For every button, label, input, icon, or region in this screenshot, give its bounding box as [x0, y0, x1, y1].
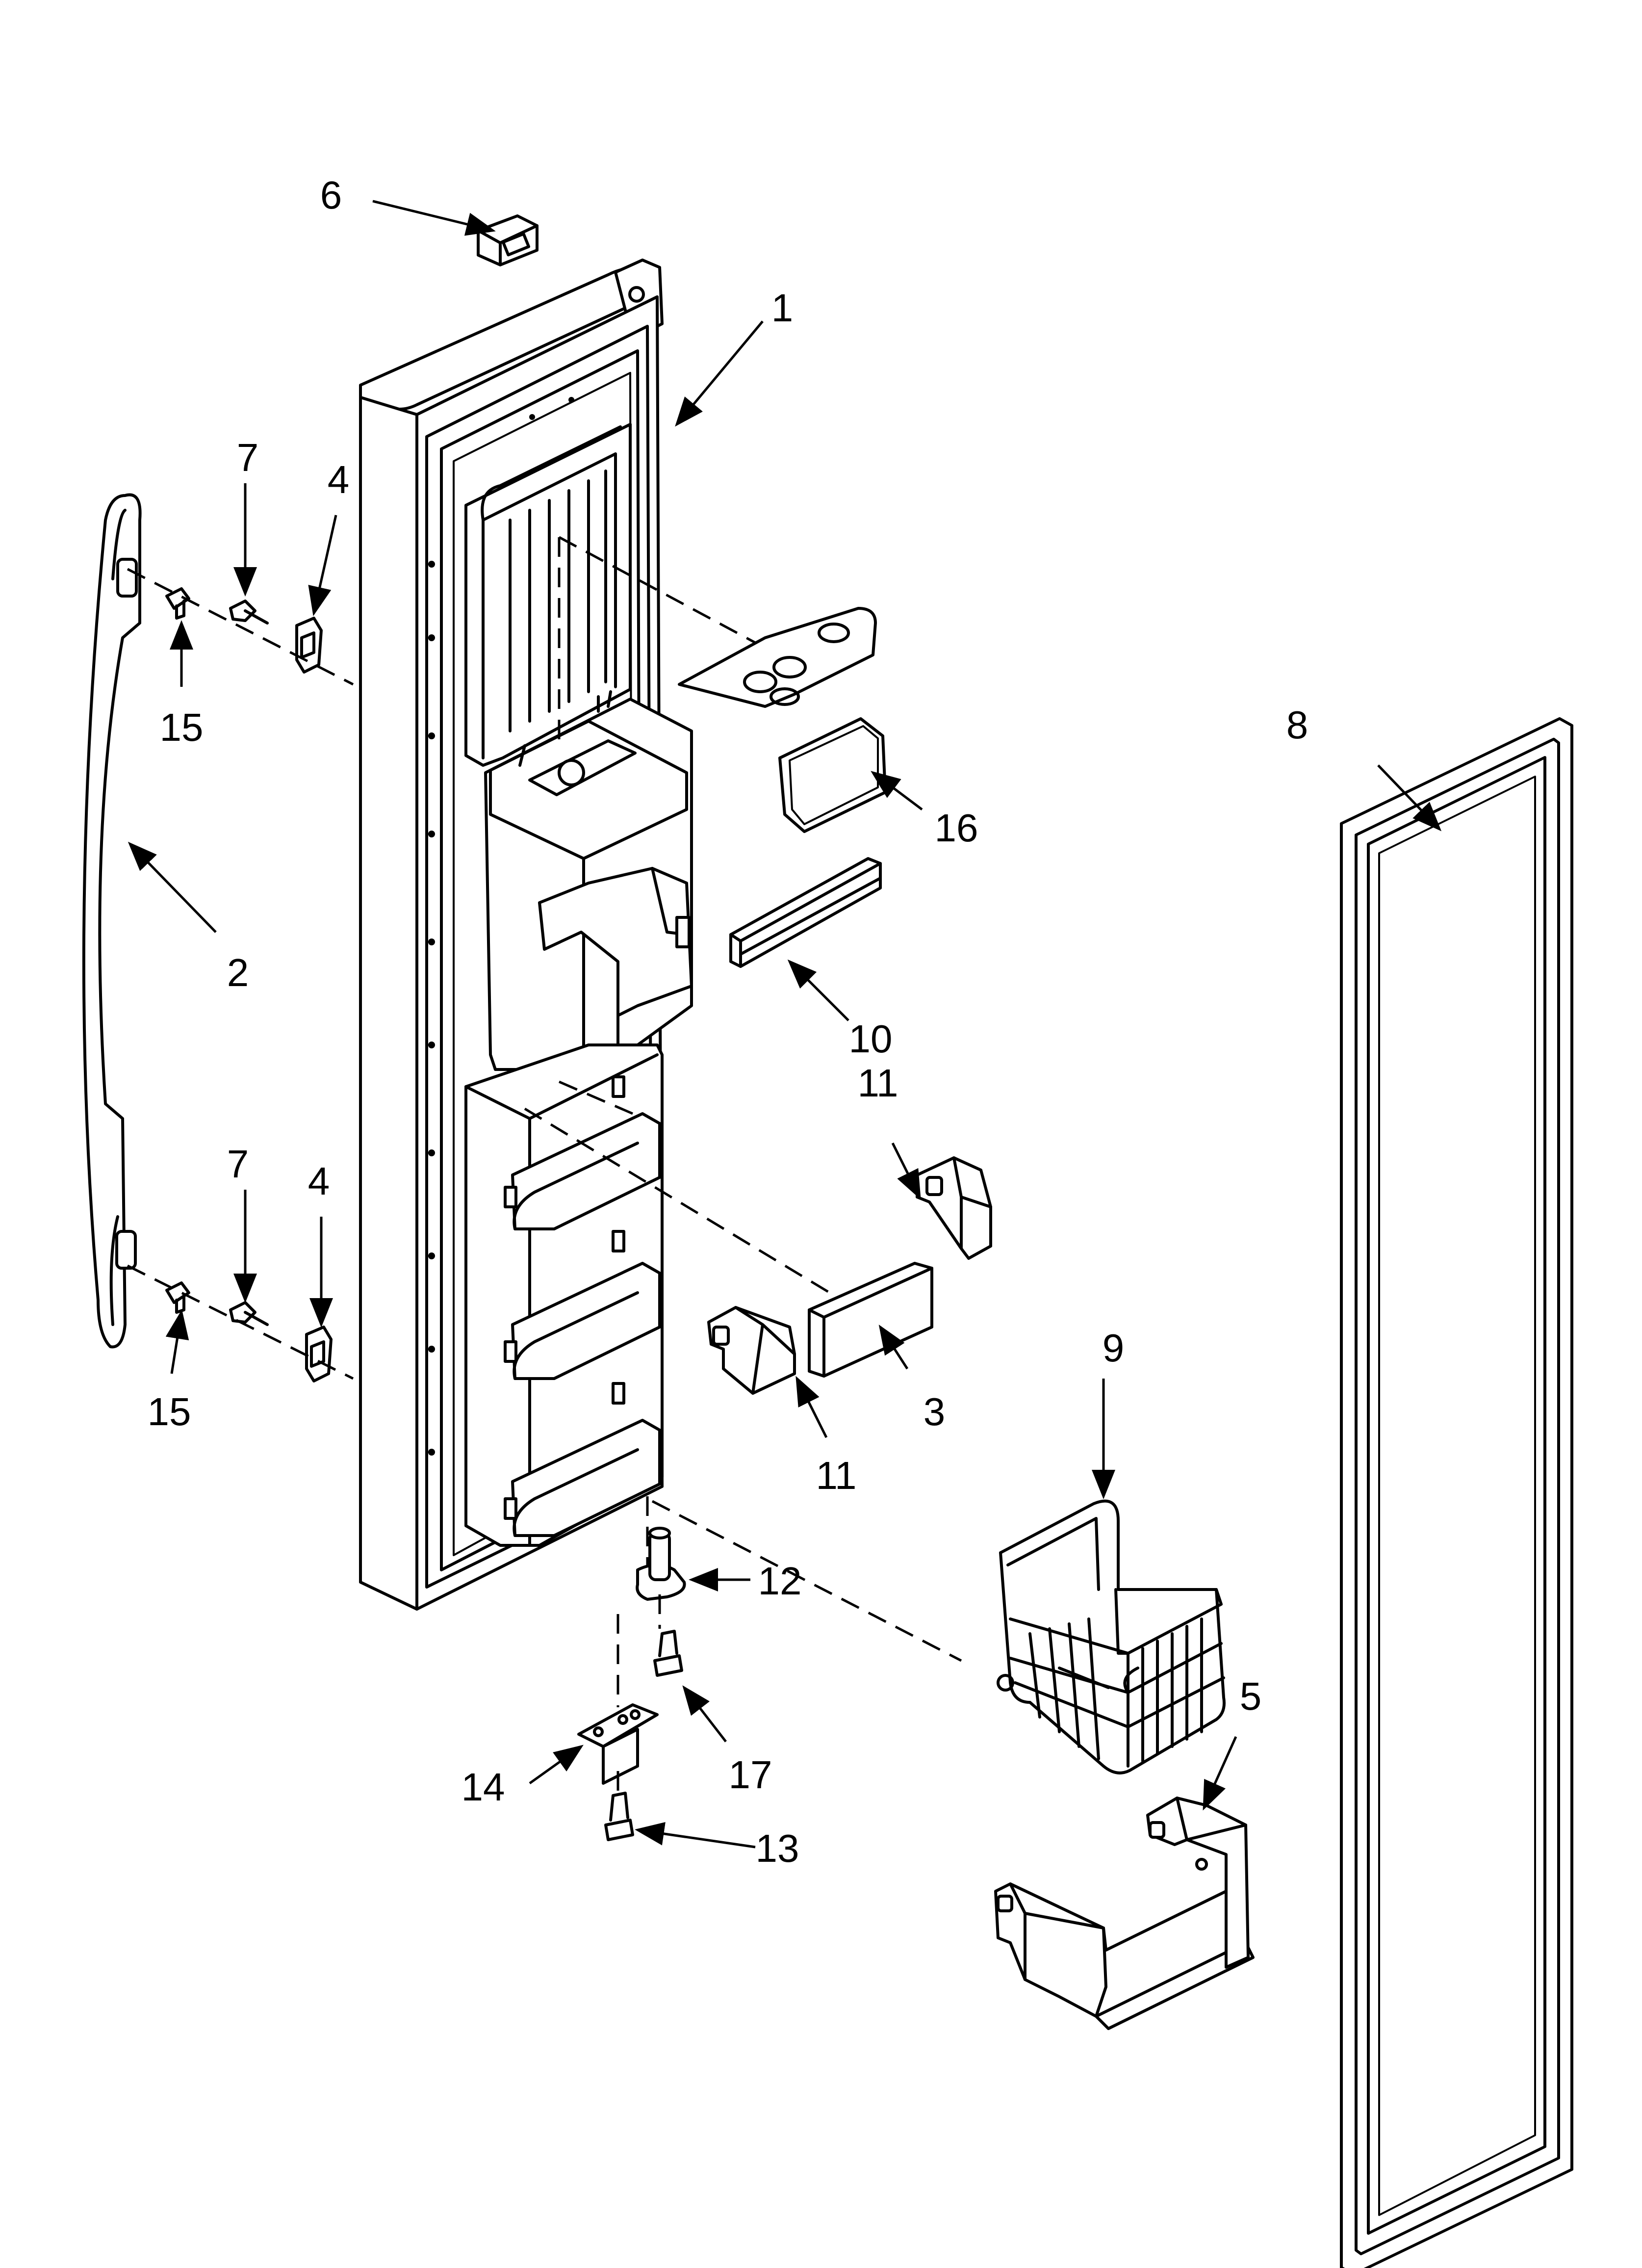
- part-hinge-plate: [678, 607, 877, 708]
- callout-2: 2: [227, 951, 249, 994]
- callout-11-upper: 11: [857, 1061, 898, 1105]
- callout-15-upper: 15: [160, 705, 204, 749]
- callout-arrows: [128, 200, 1442, 1849]
- callout-3: 3: [924, 1390, 946, 1434]
- callout-16: 16: [935, 806, 978, 850]
- part-lower-bin: [994, 1797, 1255, 2030]
- door-shelves: [504, 1075, 661, 1537]
- callout-17: 17: [729, 1753, 772, 1797]
- callout-8: 8: [1286, 703, 1308, 747]
- callout-11-lower: 11: [816, 1454, 856, 1497]
- callout-7-upper: 7: [237, 436, 259, 479]
- part-wire-basket: [997, 1499, 1226, 1774]
- part-gasket-16: [778, 717, 887, 833]
- callout-10: 10: [849, 1017, 893, 1061]
- part-trim-panel: [808, 1262, 933, 1378]
- part-trim-cap-upper: [916, 1156, 992, 1260]
- callout-4-upper: 4: [328, 458, 350, 501]
- callout-7-lower: 7: [227, 1142, 249, 1186]
- part-trim-cap-lower: [707, 1306, 796, 1395]
- part-lower-hinge-pin: [636, 1527, 686, 1601]
- callout-6: 6: [320, 173, 342, 217]
- part-door-gasket: [1340, 717, 1573, 2268]
- callout-15-lower: 15: [148, 1390, 191, 1434]
- callout-5: 5: [1240, 1674, 1262, 1718]
- callout-14: 14: [462, 1765, 505, 1809]
- part-door-handle: [82, 493, 142, 1349]
- callout-labels: 1 2 3 4 4 5 6 7 7 8 9 10 11 11 12 13 14 …: [148, 173, 1308, 1870]
- callout-9: 9: [1103, 1326, 1125, 1370]
- callout-12: 12: [758, 1559, 802, 1603]
- part-door-shell: [359, 259, 693, 1611]
- callout-1: 1: [771, 286, 794, 330]
- callout-13: 13: [756, 1826, 799, 1870]
- hardware-clips: [295, 617, 333, 1382]
- assembly-leader-lines: [127, 536, 962, 1796]
- part-lower-hinge-bracket: [577, 1703, 659, 1785]
- part-top-hinge-cover: [477, 214, 539, 266]
- part-trim-strip: [729, 857, 882, 968]
- hardware-screws: [165, 587, 683, 1841]
- door-rivets: [428, 397, 574, 1456]
- callout-4-lower: 4: [308, 1159, 330, 1203]
